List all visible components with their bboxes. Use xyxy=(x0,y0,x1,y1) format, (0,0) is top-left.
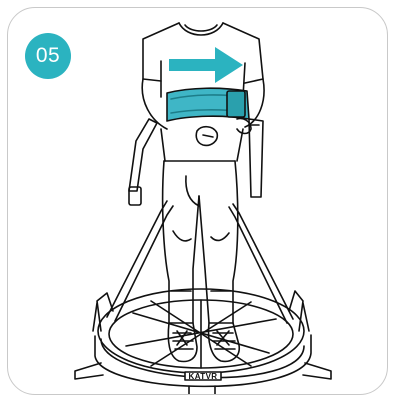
person-legs xyxy=(163,161,238,323)
person-shoes xyxy=(168,323,239,361)
waist-belt xyxy=(167,88,249,121)
brand-mark: KATVR xyxy=(189,372,218,381)
step-number-badge: 05 xyxy=(25,33,71,79)
step-number: 05 xyxy=(36,44,60,68)
arrow-right-icon xyxy=(169,47,243,83)
illustration-card: KATVR xyxy=(7,7,388,395)
